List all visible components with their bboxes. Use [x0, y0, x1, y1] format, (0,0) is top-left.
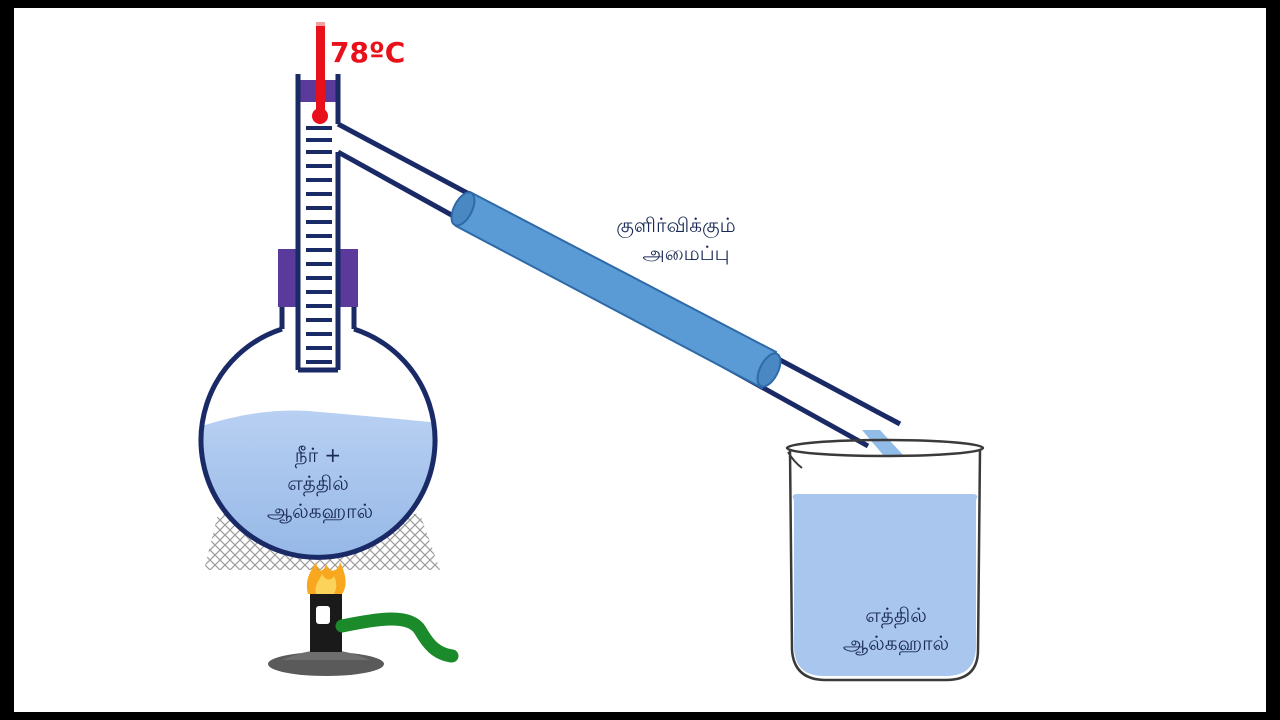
temperature-label: 78ºC: [330, 36, 405, 69]
thermometer: [312, 22, 328, 124]
fractionating-column: [295, 74, 341, 373]
beaker: [785, 438, 985, 682]
flask-label-line3: ஆல்கஹால்: [267, 499, 373, 524]
condenser-label-line1: குளிர்விக்கும்: [616, 213, 736, 238]
flask-label-line2: எத்தில்: [287, 471, 349, 496]
condenser-label: குளிர்விக்கும் அமைப்பு: [616, 213, 736, 265]
condenser: [450, 190, 782, 390]
beaker-label-line2: ஆல்கஹால்: [843, 631, 949, 656]
condenser-label-line2: அமைப்பு: [642, 241, 729, 265]
beaker-label-line1: எத்தில்: [865, 603, 927, 628]
bunsen-burner: [268, 592, 459, 676]
flask-liquid: [201, 410, 435, 558]
slide-canvas: [14, 8, 1266, 712]
beaker-label: எத்தில் ஆல்கஹால்: [843, 603, 949, 656]
distillate-drip: [862, 430, 904, 456]
flask-label-line1: நீர் +: [295, 443, 341, 468]
flame: [306, 562, 346, 594]
flask-label: நீர் + எத்தில் ஆல்கஹால்: [267, 443, 373, 524]
